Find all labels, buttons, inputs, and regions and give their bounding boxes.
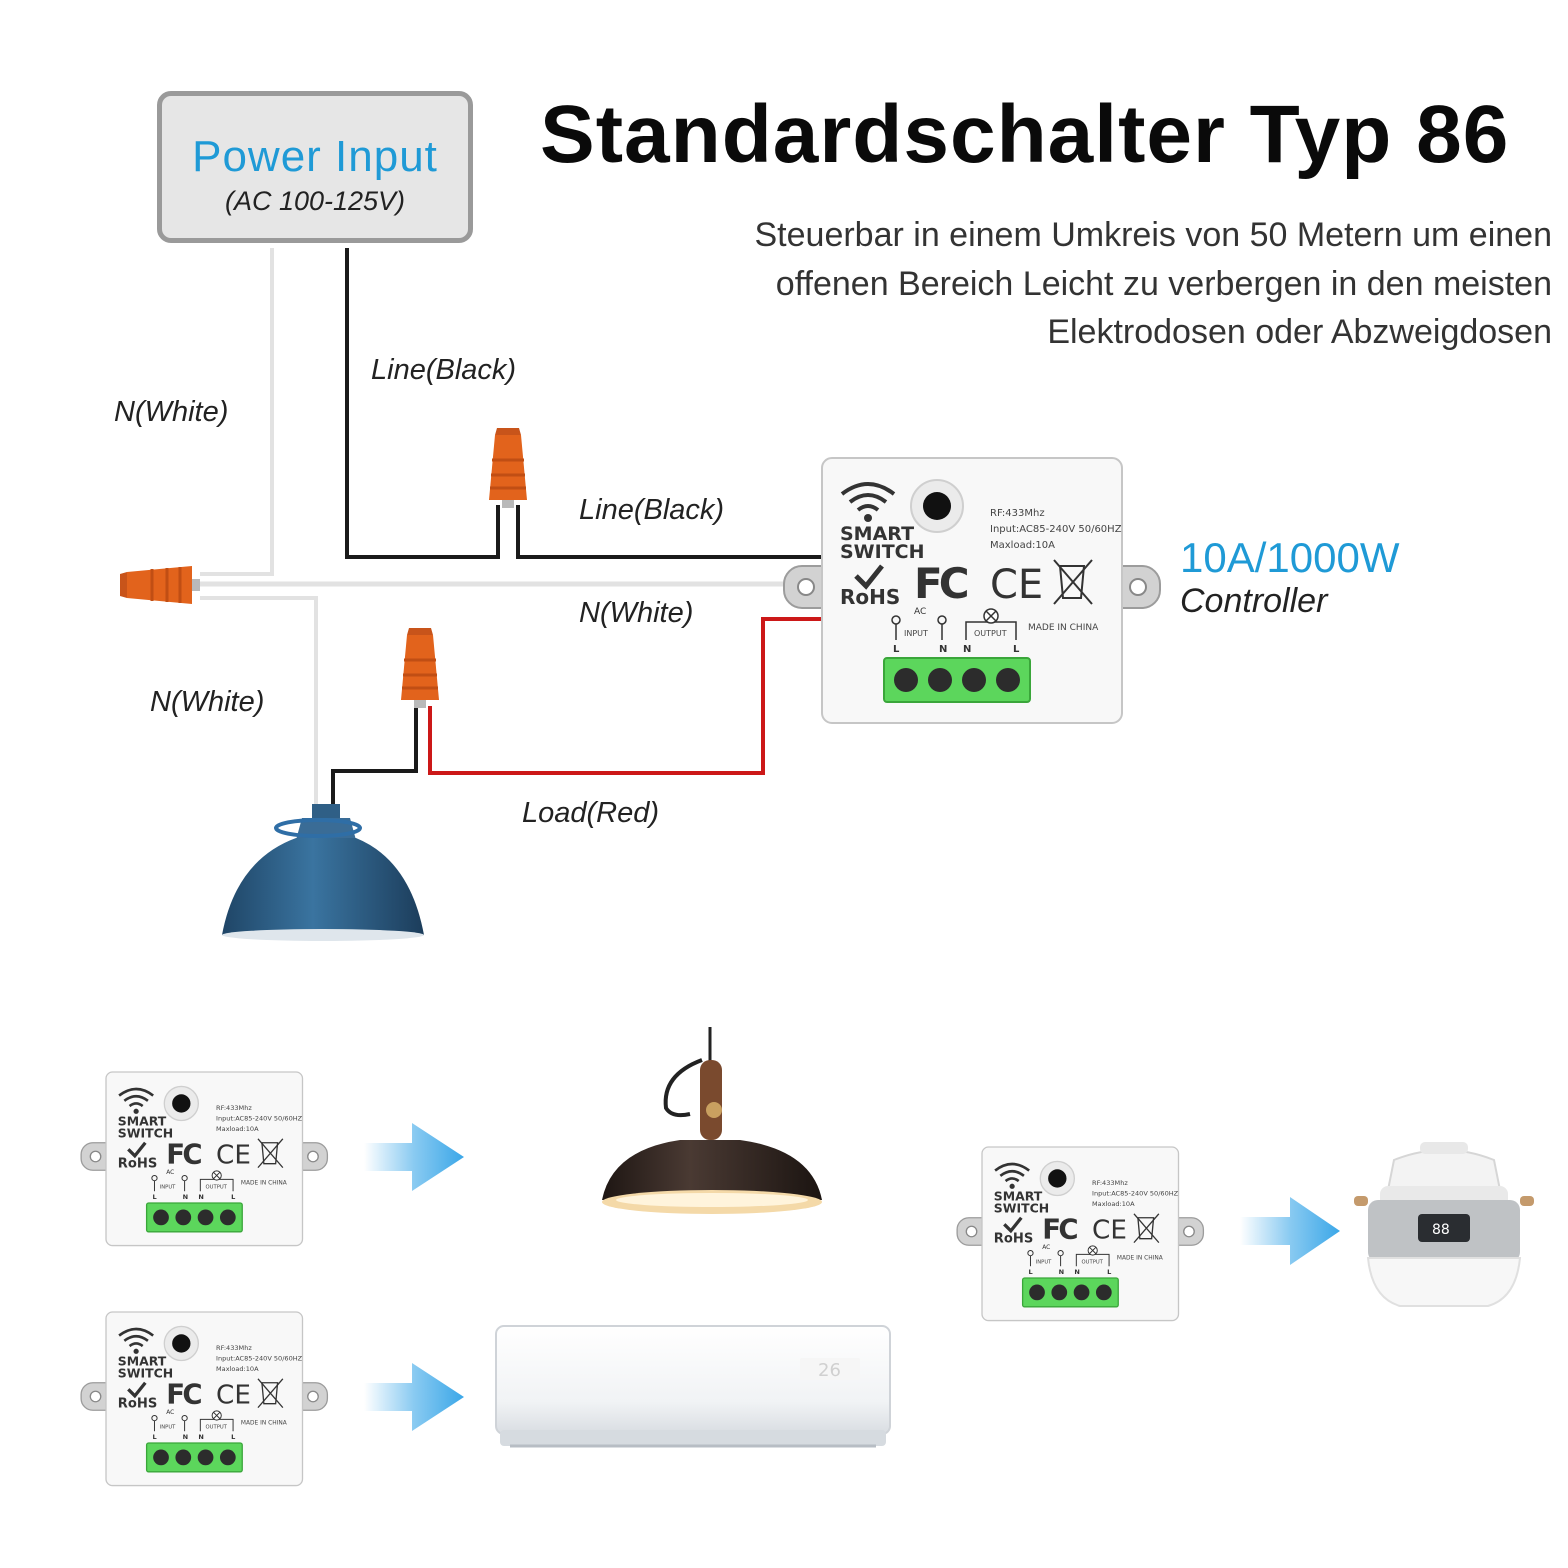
blue-lamp-icon [222, 804, 424, 941]
controller-module [784, 458, 1160, 723]
line-connector [487, 426, 529, 510]
arrow-icon-2 [364, 1363, 464, 1431]
controller-rating: 10A/1000W [1180, 534, 1400, 581]
power-input-box: Power Input (AC 100-125V) [157, 91, 473, 243]
label-line-black-top: Line(Black) [371, 354, 517, 386]
page-title: Standardschalter Typ 86 [540, 89, 1510, 180]
switch-module-1 [79, 1070, 330, 1248]
label-load-red: Load(Red) [522, 797, 660, 829]
subtitle-line-2: offenen Bereich Leicht zu verbergen in d… [775, 265, 1552, 303]
power-input-voltage: (AC 100-125V) [224, 186, 406, 216]
subtitle-line-3: Elektrodosen oder Abzweigdosen [1047, 313, 1552, 351]
pendant-lamp-icon [602, 1027, 822, 1214]
label-n-white-top: N(White) [114, 396, 229, 428]
cooker-icon: 88 [1354, 1142, 1534, 1307]
load-connector [399, 626, 441, 710]
power-input-title: Power Input [192, 132, 438, 181]
switch-module-2 [79, 1310, 330, 1488]
cooker-display-text: 88 [1432, 1222, 1450, 1238]
subtitle-line-1: Steuerbar in einem Umkreis von 50 Metern… [754, 216, 1553, 254]
arrow-icon-1 [364, 1123, 464, 1191]
label-n-white-mid: N(White) [579, 597, 694, 629]
label-line-black-mid: Line(Black) [579, 494, 725, 526]
neutral-connector [118, 564, 202, 606]
label-n-white-lamp: N(White) [150, 686, 265, 718]
switch-module-3 [955, 1145, 1206, 1323]
air-conditioner-icon: 26 [495, 1325, 891, 1448]
arrow-icon-3 [1240, 1197, 1340, 1265]
controller-label: Controller [1180, 582, 1328, 620]
ac-display-text: 26 [818, 1360, 841, 1381]
